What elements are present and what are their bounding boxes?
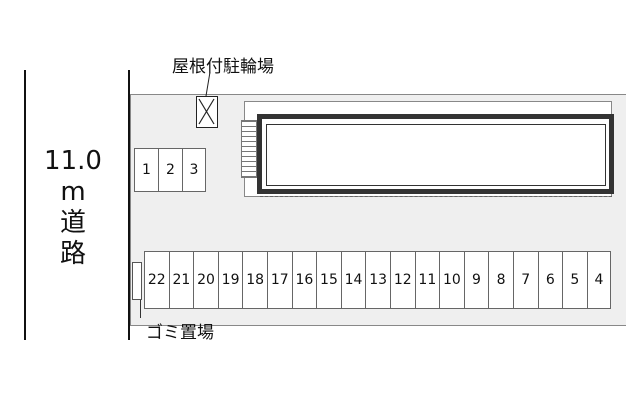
- road-edge-right: [128, 70, 130, 340]
- stairs: [241, 120, 257, 178]
- parking-slot: 7: [512, 251, 538, 309]
- bicycle-parking-leader: [205, 71, 211, 97]
- parking-slot: 4: [586, 251, 612, 309]
- building-inner: [266, 124, 606, 186]
- parking-slot: 11: [414, 251, 440, 309]
- road-char-1: 道: [59, 208, 86, 238]
- parking-slot: 16: [291, 251, 317, 309]
- cross-icon: [198, 98, 215, 125]
- parking-slot: 21: [168, 251, 194, 309]
- garbage-leader: [140, 300, 154, 318]
- parking-slot: 12: [389, 251, 415, 309]
- parking-slot: 3: [182, 148, 206, 192]
- road-width: 11.0: [44, 146, 102, 176]
- road-label: 11.0 m 道 路: [38, 146, 108, 270]
- parking-slot: 8: [488, 251, 513, 309]
- parking-slot: 10: [439, 251, 464, 309]
- parking-slot: 20: [193, 251, 218, 309]
- parking-slot: 13: [365, 251, 390, 309]
- building-eave-line: [260, 196, 612, 197]
- parking-row: 22 21 20 19 18 17 16 15 14 13 12 11 10 9…: [144, 251, 612, 309]
- parking-slot: 22: [144, 251, 169, 309]
- small-parking-row: 1 2 3: [134, 148, 206, 192]
- parking-slot: 6: [537, 251, 563, 309]
- road-char-2: 路: [59, 239, 86, 269]
- bicycle-parking-box: [196, 96, 218, 128]
- parking-slot: 18: [242, 251, 267, 309]
- parking-slot: 17: [266, 251, 292, 309]
- garbage-box: [132, 262, 142, 300]
- road-edge-left: [24, 70, 26, 340]
- parking-slot: 1: [134, 148, 158, 192]
- parking-slot: 5: [562, 251, 587, 309]
- parking-slot: 14: [340, 251, 366, 309]
- bicycle-parking-label: 屋根付駐輪場: [172, 57, 274, 77]
- garbage-area-label: ゴミ置場: [146, 323, 214, 343]
- parking-slot: 19: [217, 251, 243, 309]
- road-unit: m: [60, 177, 86, 207]
- parking-slot: 9: [463, 251, 489, 309]
- parking-slot: 15: [316, 251, 341, 309]
- parking-slot: 2: [158, 148, 182, 192]
